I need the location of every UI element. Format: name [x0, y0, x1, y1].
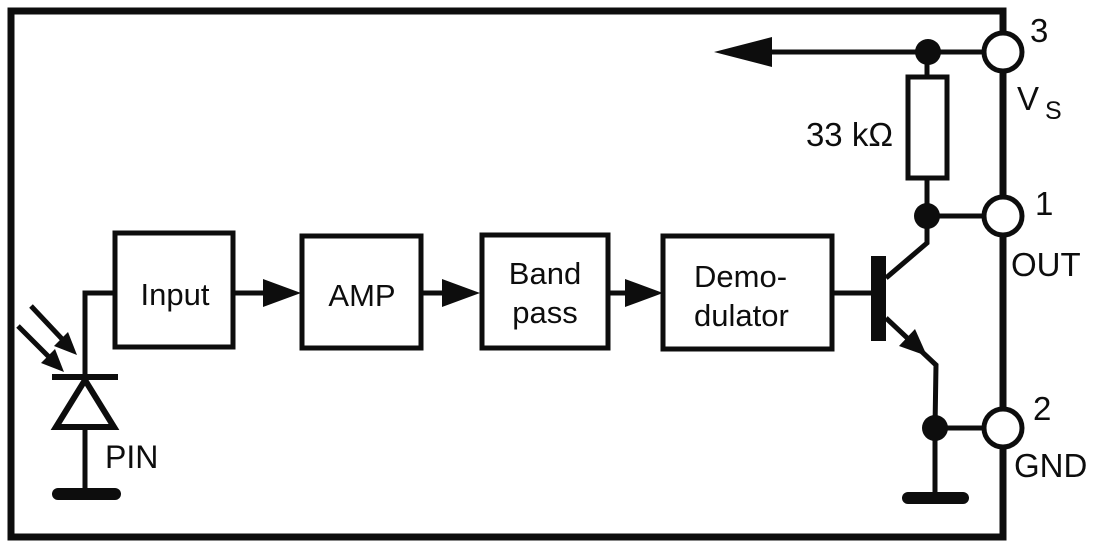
pin-vs-number: 3: [1030, 12, 1048, 49]
block-amp: AMP: [299, 233, 424, 351]
diode-triangle: [50, 374, 120, 430]
demodulator-label-line2: dulator: [694, 298, 789, 333]
block-demodulator: Demo- dulator: [660, 233, 835, 352]
bandpass-box: [479, 232, 611, 351]
transistor-base-bar: [871, 256, 886, 341]
pin-out-name: OUT: [1011, 246, 1081, 283]
pin-vs: 3 V S: [981, 12, 1062, 125]
npn-transistor-symbol: [832, 216, 939, 429]
light-ray-arrow-icon: [29, 304, 77, 355]
bandpass-label-line2: pass: [512, 295, 577, 330]
input-box: [112, 230, 236, 350]
signal-arrow: [421, 279, 480, 307]
pin-circle-out: [981, 194, 1025, 238]
demodulator-label-line1: Demo-: [694, 259, 787, 294]
emitter-arrowhead: [899, 329, 927, 356]
pin-vs-name: V: [1017, 80, 1039, 117]
pin-circle-vs: [981, 30, 1025, 74]
junction-dot: [914, 203, 940, 229]
block-input: Input: [112, 230, 236, 350]
amp-label: AMP: [328, 278, 395, 313]
output-node: [914, 203, 985, 229]
input-label: Input: [141, 277, 210, 312]
photodiode-symbol: PIN: [16, 290, 158, 500]
signal-arrow: [608, 279, 663, 307]
resistor-body: [905, 74, 950, 181]
pin-vs-name-subscript: S: [1045, 97, 1062, 125]
supply-arrow-icon: [714, 37, 772, 67]
signal-arrow: [233, 279, 301, 307]
pin-gnd: 2 GND: [981, 390, 1087, 484]
pin-out-number: 1: [1035, 185, 1053, 222]
pin-gnd-number: 2: [1033, 390, 1051, 427]
bandpass-label-line1: Band: [509, 256, 581, 291]
emitter-wire: [884, 316, 939, 429]
amp-box: [299, 233, 424, 351]
ic-boundary: [7, 7, 1007, 541]
photodiode-label: PIN: [105, 439, 158, 475]
photodiode-wire: [82, 290, 115, 378]
pin-out: 1 OUT: [981, 185, 1081, 283]
pin-circle-gnd: [981, 406, 1025, 450]
resistor-value: 33 kΩ: [806, 116, 893, 153]
ground-node: [902, 415, 985, 504]
pin-gnd-name: GND: [1014, 447, 1087, 484]
supply-rail: [714, 37, 985, 67]
block-bandpass: Band pass: [479, 232, 611, 351]
pullup-resistor-symbol: 33 kΩ: [806, 52, 950, 216]
light-ray-arrow-icon: [16, 324, 64, 372]
